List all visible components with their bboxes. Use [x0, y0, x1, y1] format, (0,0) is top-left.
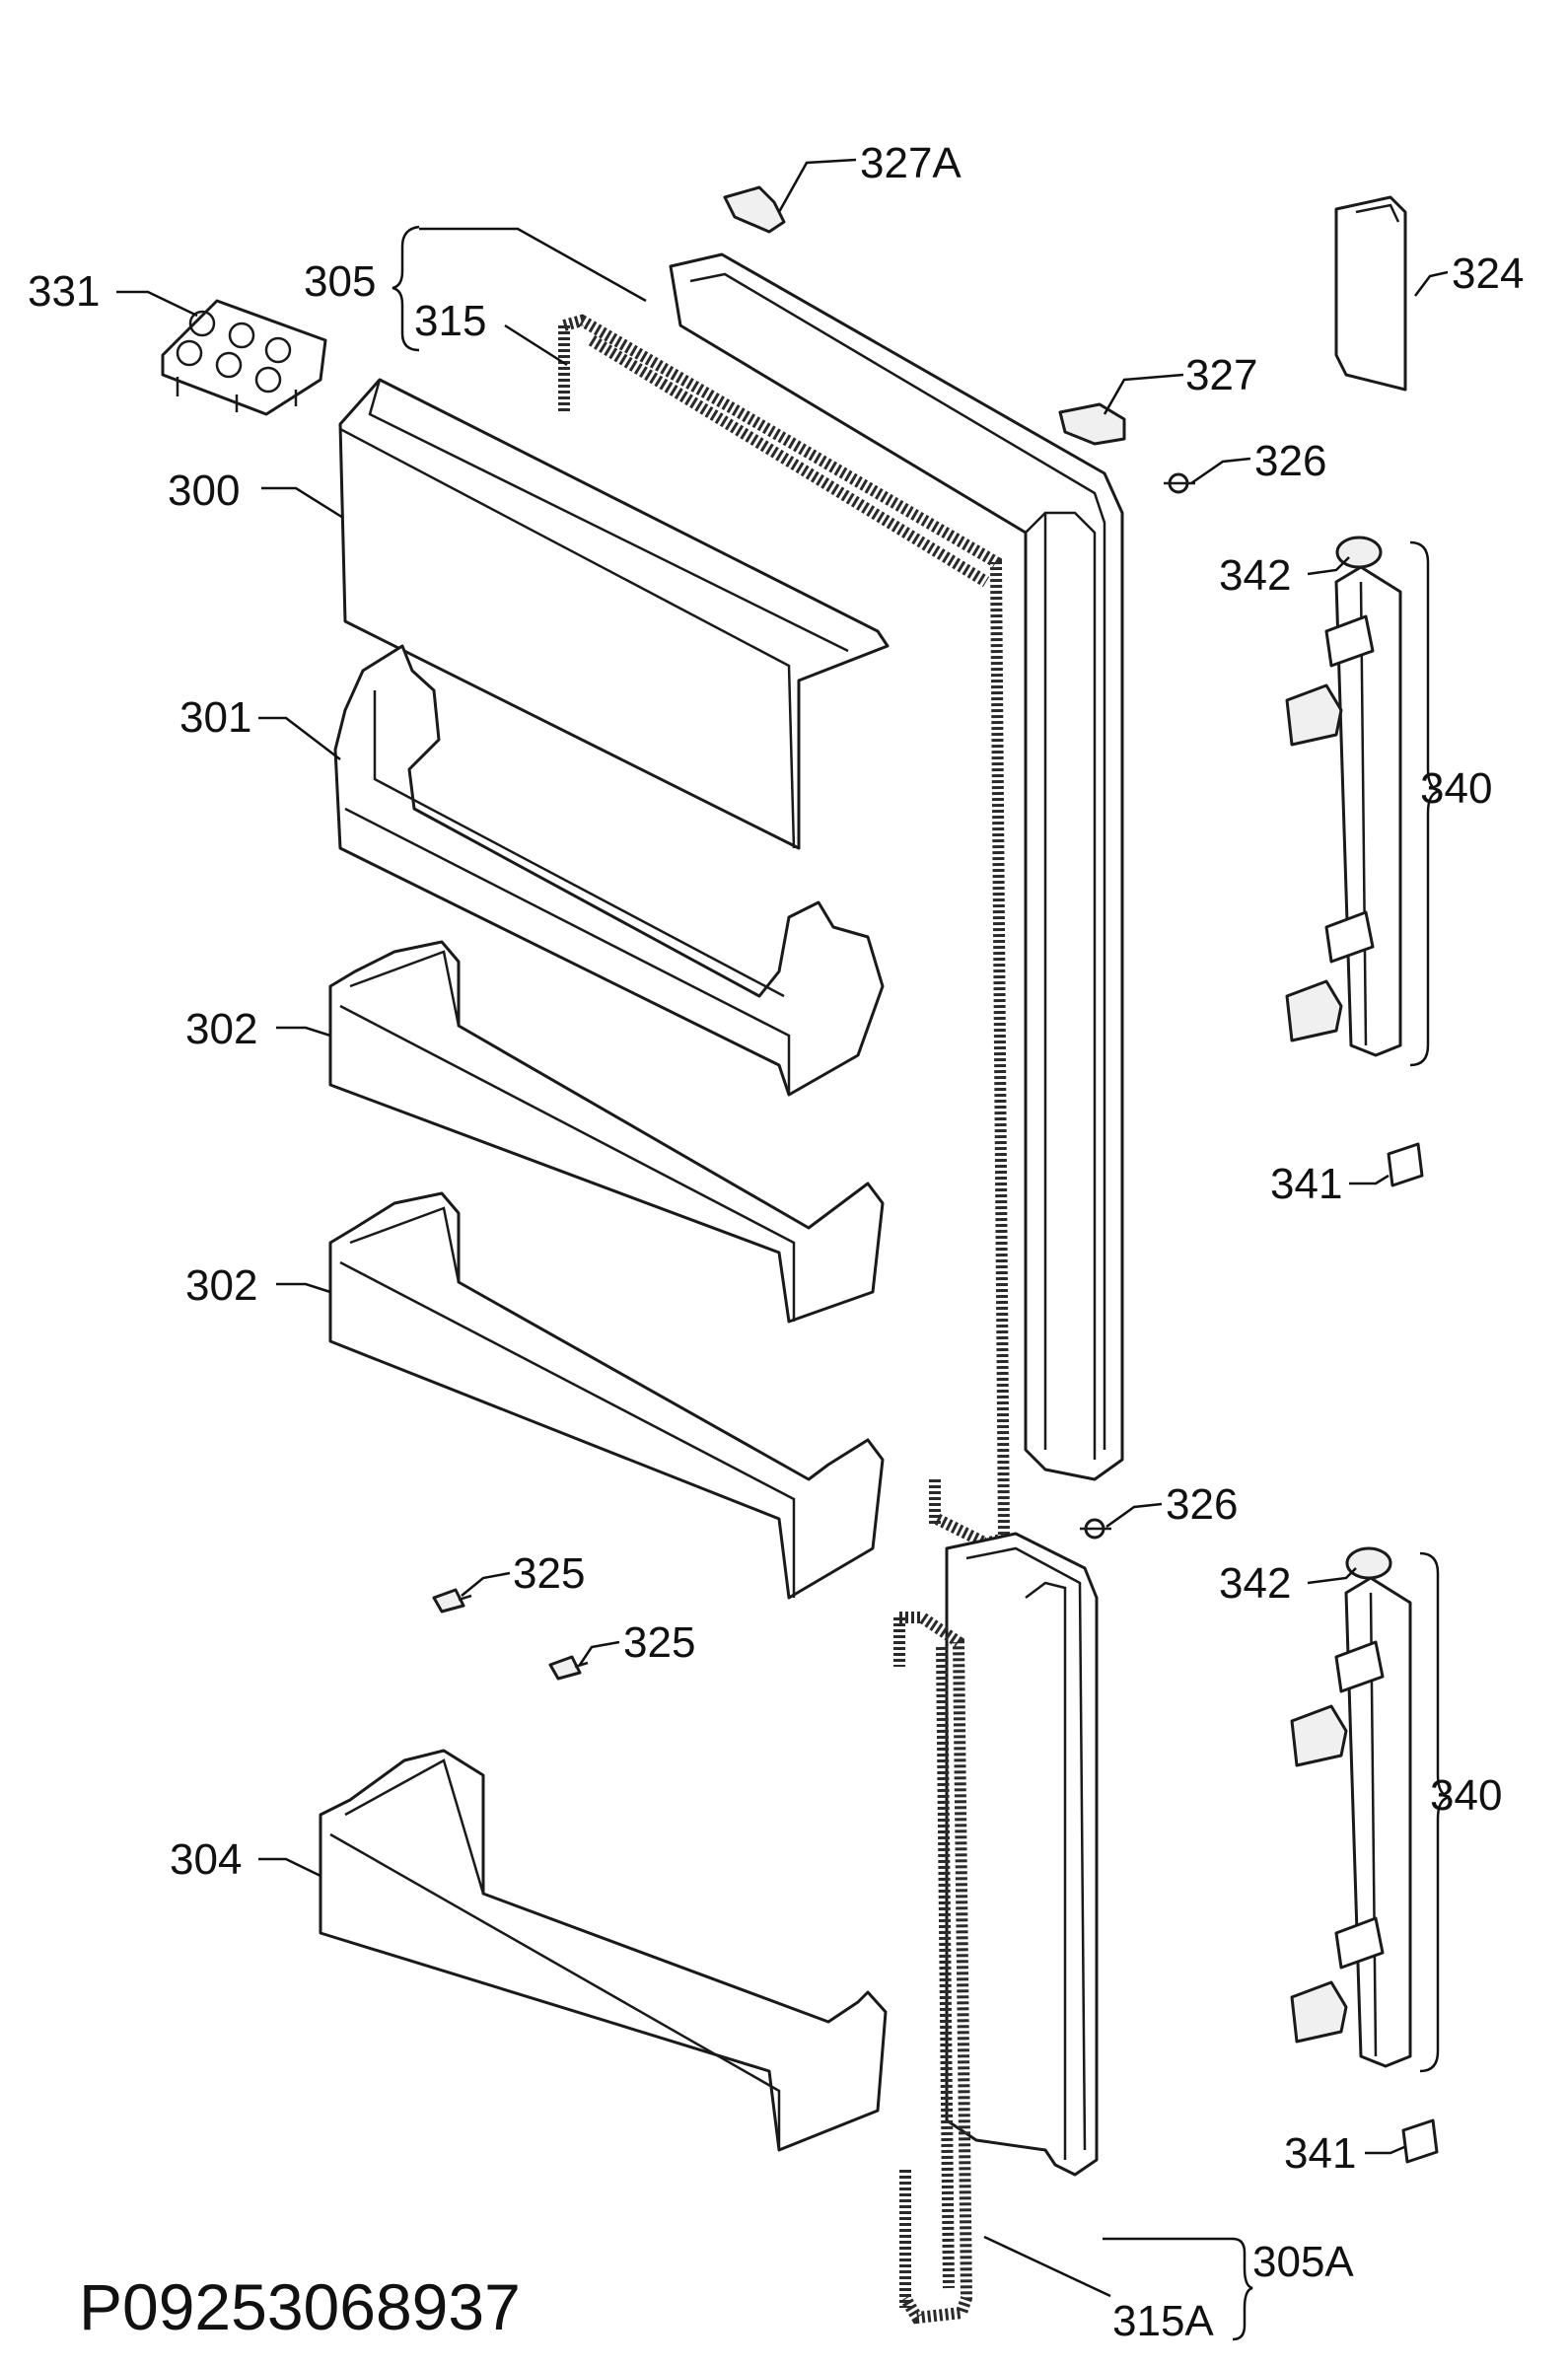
- callout-340-upper: 340: [1420, 764, 1492, 813]
- callout-324: 324: [1452, 250, 1524, 298]
- callout-301: 301: [179, 693, 251, 742]
- screw-326-upper: [1164, 472, 1195, 494]
- pad-341-lower: [1401, 2118, 1439, 2164]
- bin-302-upper: [328, 940, 885, 1324]
- brace-305A: [1232, 2237, 1253, 2341]
- callout-325-upper: 325: [513, 1549, 585, 1598]
- leader-lines: [116, 158, 1449, 2298]
- callout-302-upper: 302: [185, 1005, 257, 1053]
- callout-326-upper: 326: [1254, 437, 1326, 485]
- callout-305: 305: [304, 257, 376, 306]
- callout-315: 315: [414, 297, 486, 345]
- shelf-301: [333, 644, 885, 1097]
- pad-341-upper: [1387, 1142, 1424, 1187]
- callout-304: 304: [170, 1835, 242, 1884]
- callout-341-upper: 341: [1270, 1160, 1342, 1208]
- egg-tray-331: [161, 299, 327, 416]
- lower-gasket-315A: [893, 1612, 973, 2325]
- lid-300: [338, 378, 890, 850]
- document-code: P09253068937: [79, 2270, 521, 2343]
- callout-325-lower: 325: [623, 1618, 695, 1667]
- callout-331: 331: [28, 267, 100, 316]
- hinge-cap-342-lower: [1345, 1546, 1392, 1580]
- callout-302-lower: 302: [185, 1261, 257, 1310]
- callout-315A: 315A: [1112, 2297, 1214, 2345]
- callout-300: 300: [168, 466, 240, 515]
- brace-305: [392, 225, 420, 352]
- brace-340-lower: [1419, 1551, 1451, 2073]
- callout-340-lower: 340: [1430, 1771, 1502, 1820]
- cover-324: [1334, 195, 1407, 392]
- clip-327: [1058, 402, 1126, 446]
- clip-327A: [723, 185, 786, 234]
- bin-304: [319, 1749, 888, 2152]
- callout-342-lower: 342: [1219, 1559, 1291, 1608]
- callout-326-lower: 326: [1166, 1480, 1238, 1529]
- screw-326-lower: [1080, 1518, 1111, 1540]
- upper-door-frame-305: [669, 252, 1124, 1481]
- bin-302-lower: [328, 1191, 885, 1600]
- hinge-assembly-340-lower: [1290, 1576, 1412, 2068]
- callout-327A: 327A: [860, 139, 962, 187]
- callout-305A: 305A: [1252, 2238, 1354, 2286]
- callout-341-lower: 341: [1284, 2129, 1356, 2178]
- callout-342-upper: 342: [1219, 551, 1291, 600]
- upper-gasket-315: [558, 314, 1011, 1550]
- hinge-assembly-340-upper: [1285, 565, 1402, 1057]
- callout-327: 327: [1185, 351, 1257, 399]
- screw-325-upper: [432, 1588, 472, 1614]
- brace-340-upper: [1409, 540, 1441, 1067]
